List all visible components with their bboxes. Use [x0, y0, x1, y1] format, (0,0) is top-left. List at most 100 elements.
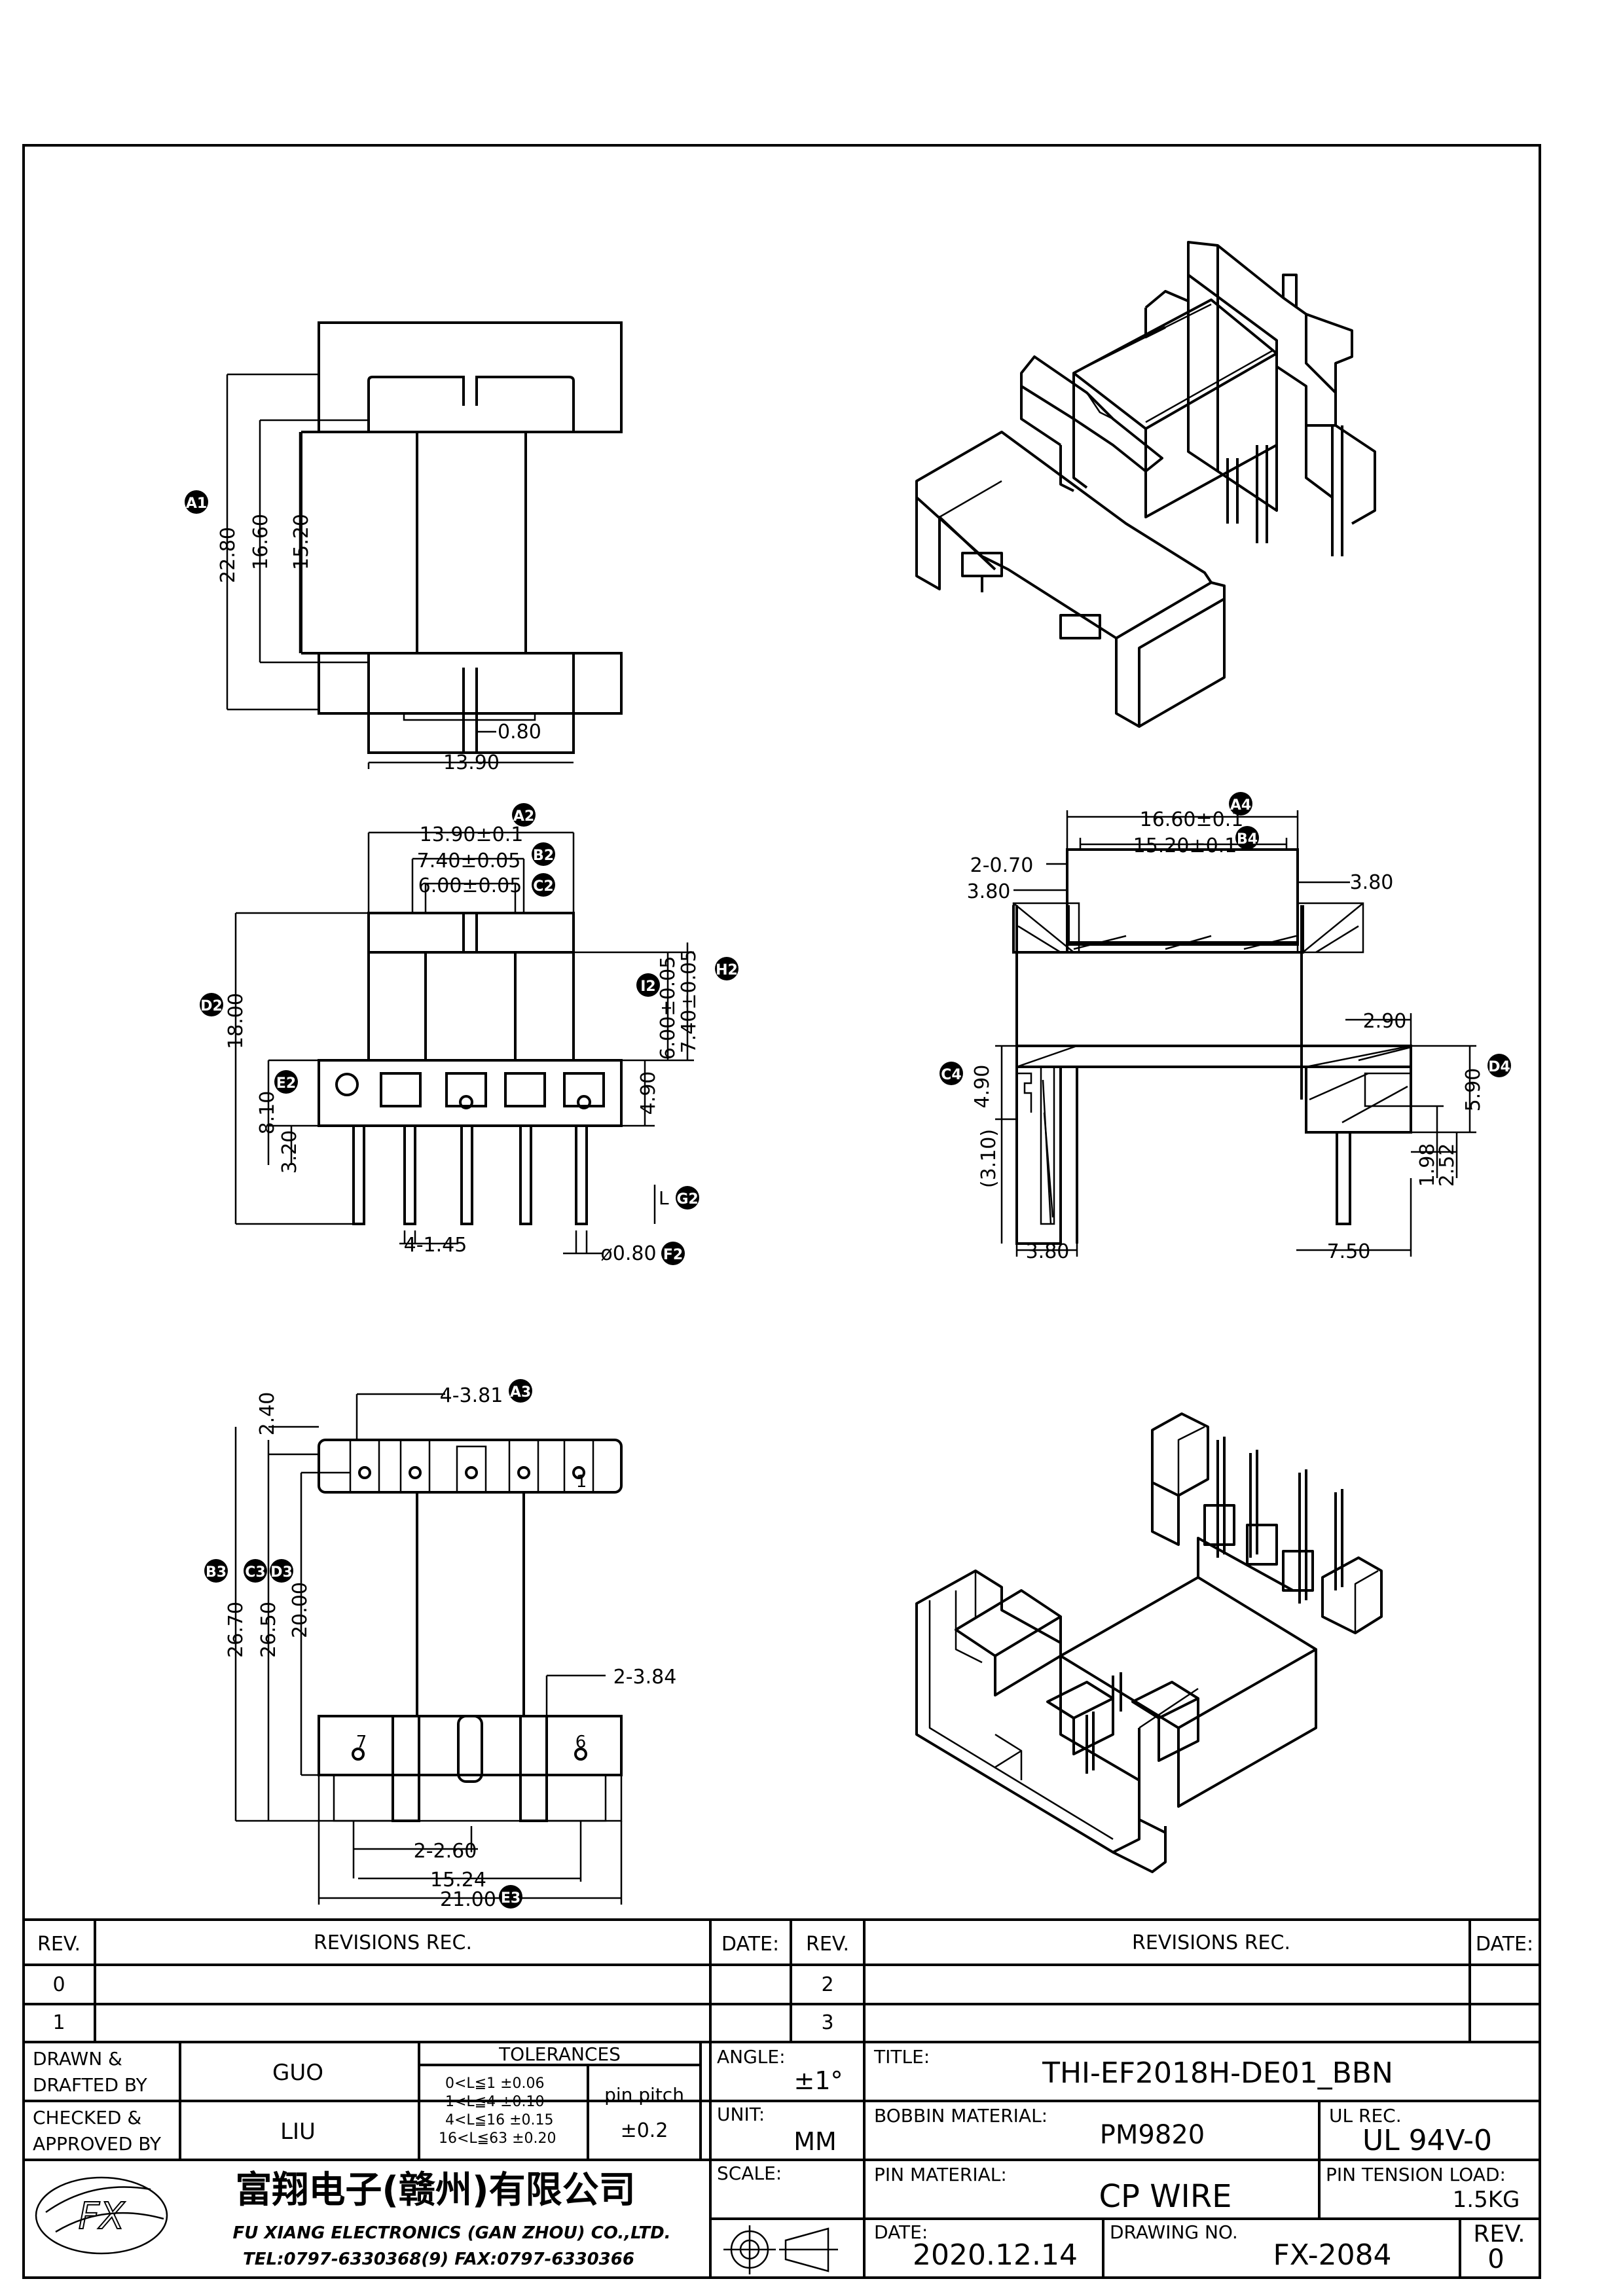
balloon-a1 — [185, 490, 208, 514]
dim-13-90-tol: 13.90±0.1 — [420, 823, 524, 846]
date-value: 2020.12.14 — [913, 2238, 1078, 2272]
dim-0-80: 0.80 — [498, 721, 541, 744]
balloon-c2: C2 — [533, 878, 553, 895]
sheet-border — [22, 144, 1541, 2279]
balloon-b4: B4 — [1237, 831, 1258, 848]
rev-row-3: 3 — [821, 2011, 833, 2034]
dim-L: L — [659, 1187, 669, 1209]
dim-3-20: 3.20 — [278, 1130, 301, 1174]
pin-tension-value: 1.5KG — [1453, 2187, 1520, 2213]
dim-2-52: 2.52 — [1436, 1143, 1459, 1187]
title-value: THI-EF2018H-DE01_BBN — [1042, 2056, 1393, 2090]
dim-1-98: 1.98 — [1416, 1143, 1439, 1187]
tolerances-label: TOLERANCES — [498, 2043, 621, 2065]
dim-7-40-side: 7.40±0.05 — [678, 950, 701, 1054]
company-en: FU XIANG ELECTRONICS (GAN ZHOU) CO.,LTD. — [232, 2223, 670, 2243]
pin-pitch-value: ±0.2 — [621, 2119, 668, 2142]
checked-label-1: CHECKED & — [33, 2107, 141, 2128]
title-block: REV. REVISIONS REC. DATE: REV. REVISIONS… — [22, 1918, 1541, 2279]
dim-3-80-bottom: 3.80 — [1026, 1240, 1070, 1263]
unit-label: UNIT: — [717, 2104, 765, 2125]
dim-4-90-side: 4.90 — [971, 1065, 994, 1109]
checked-label-2: APPROVED BY — [33, 2133, 162, 2155]
date-label: DATE: — [874, 2221, 928, 2243]
tolerance-row-3: 16<L≦63 ±0.20 — [439, 2130, 556, 2147]
dim-3-80-left: 3.80 — [967, 880, 1011, 903]
dim-16-60-tol: 16.60±0.1 — [1140, 808, 1244, 831]
balloon-b3: B3 — [206, 1564, 227, 1581]
company-cn: 富翔电子(赣州)有限公司 — [235, 2169, 635, 2212]
pin-pitch-label: pin pitch — [604, 2084, 684, 2106]
bottom-view: 4-3.81 2.40 26.70 26.50 20.00 2-3.84 2-2… — [204, 1379, 676, 1911]
isometric-view-top — [915, 241, 1376, 728]
dim-18-00: 18.00 — [225, 993, 247, 1049]
balloon-d2: D2 — [200, 998, 223, 1014]
dim-7-50: 7.50 — [1327, 1240, 1371, 1263]
drawn-label-2: DRAFTED BY — [33, 2074, 148, 2096]
rev-row-0: 0 — [52, 1973, 65, 1996]
balloon-d4: D4 — [1488, 1059, 1510, 1075]
dim-4-90: 4.90 — [637, 1071, 660, 1115]
balloon-a4: A4 — [1230, 797, 1251, 814]
rev-label: REV. — [1473, 2221, 1525, 2248]
balloon-a1-label: A1 — [186, 495, 207, 512]
rev-row-2: 2 — [821, 1973, 833, 1996]
dim-2-2-60: 2-2.60 — [414, 1840, 477, 1863]
dim-6-00-side: 6.00±0.05 — [657, 956, 680, 1060]
pin-number-6: 6 — [575, 1732, 587, 1752]
dim-4-1-45: 4-1.45 — [404, 1234, 467, 1257]
rev-header-right: REV. — [806, 1933, 849, 1956]
dim-13-90: 13.90 — [443, 751, 500, 774]
dim-4-3-81: 4-3.81 — [440, 1384, 503, 1407]
pin-number-1: 1 — [576, 1472, 587, 1492]
balloon-b2: B2 — [533, 848, 554, 864]
tolerance-row-1: 1<L≦4 ±0.10 — [445, 2094, 545, 2110]
dim-15-24: 15.24 — [430, 1869, 486, 1892]
pin-material-value: CP WIRE — [1099, 2178, 1231, 2215]
tolerance-row-0: 0<L≦1 ±0.06 — [445, 2075, 545, 2092]
dim-8-10: 8.10 — [256, 1091, 279, 1135]
drawn-label-1: DRAWN & — [33, 2048, 122, 2070]
rev-value: 0 — [1487, 2244, 1504, 2274]
date-header-left: DATE: — [721, 1933, 779, 1956]
dim-7-40-tol: 7.40±0.05 — [417, 850, 521, 872]
dim-2-0-70: 2-0.70 — [970, 854, 1034, 877]
side-view: 16.60±0.1 15.20±0.1 2-0.70 3.80 3.80 2.9… — [939, 792, 1511, 1263]
bobbin-material-value: PM9820 — [1100, 2120, 1205, 2150]
company-logo: FX — [35, 2176, 168, 2255]
balloon-c3: C3 — [245, 1564, 265, 1581]
checked-value: LIU — [280, 2119, 316, 2145]
dim-16-60: 16.60 — [249, 514, 272, 570]
pin-material-label: PIN MATERIAL: — [874, 2164, 1007, 2185]
title-label: TITLE: — [873, 2046, 930, 2068]
bobbin-material-label: BOBBIN MATERIAL: — [874, 2105, 1048, 2126]
dim-15-20: 15.20 — [290, 514, 313, 570]
revisions-header-left: REVISIONS REC. — [314, 1931, 472, 1954]
balloon-a3: A3 — [510, 1384, 531, 1401]
pin-number-7: 7 — [356, 1732, 367, 1752]
dim-6-00-tol: 6.00±0.05 — [418, 874, 522, 897]
pin-tension-label: PIN TENSION LOAD: — [1326, 2164, 1506, 2185]
dim-2-90: 2.90 — [1363, 1010, 1407, 1033]
drawing-no-value: FX-2084 — [1273, 2238, 1391, 2272]
drawing-no-label: DRAWING NO. — [1110, 2221, 1238, 2243]
svg-text:FX: FX — [79, 2195, 126, 2238]
revisions-header-right: REVISIONS REC. — [1132, 1931, 1290, 1954]
dim-15-20-tol: 15.20±0.1 — [1133, 834, 1237, 857]
dim-26-70: 26.70 — [225, 1602, 247, 1658]
unit-value: MM — [793, 2127, 837, 2156]
company-tel: TEL:0797-6330368(9) FAX:0797-6330366 — [243, 2250, 634, 2269]
date-header-right: DATE: — [1476, 1933, 1533, 1956]
balloon-e3: E3 — [501, 1890, 520, 1907]
tolerance-row-2: 4<L≦16 ±0.15 — [445, 2112, 554, 2128]
projection-symbol-icon — [723, 2225, 838, 2274]
balloon-g2: G2 — [676, 1191, 698, 1208]
angle-value: ±1° — [793, 2066, 843, 2095]
angle-label: ANGLE: — [717, 2046, 786, 2068]
balloon-e2: E2 — [276, 1075, 296, 1092]
dim-22-80: 22.80 — [217, 527, 240, 583]
isometric-view-bottom — [915, 1412, 1383, 1873]
balloon-i2: I2 — [640, 978, 656, 995]
dim-20-00: 20.00 — [289, 1582, 312, 1638]
